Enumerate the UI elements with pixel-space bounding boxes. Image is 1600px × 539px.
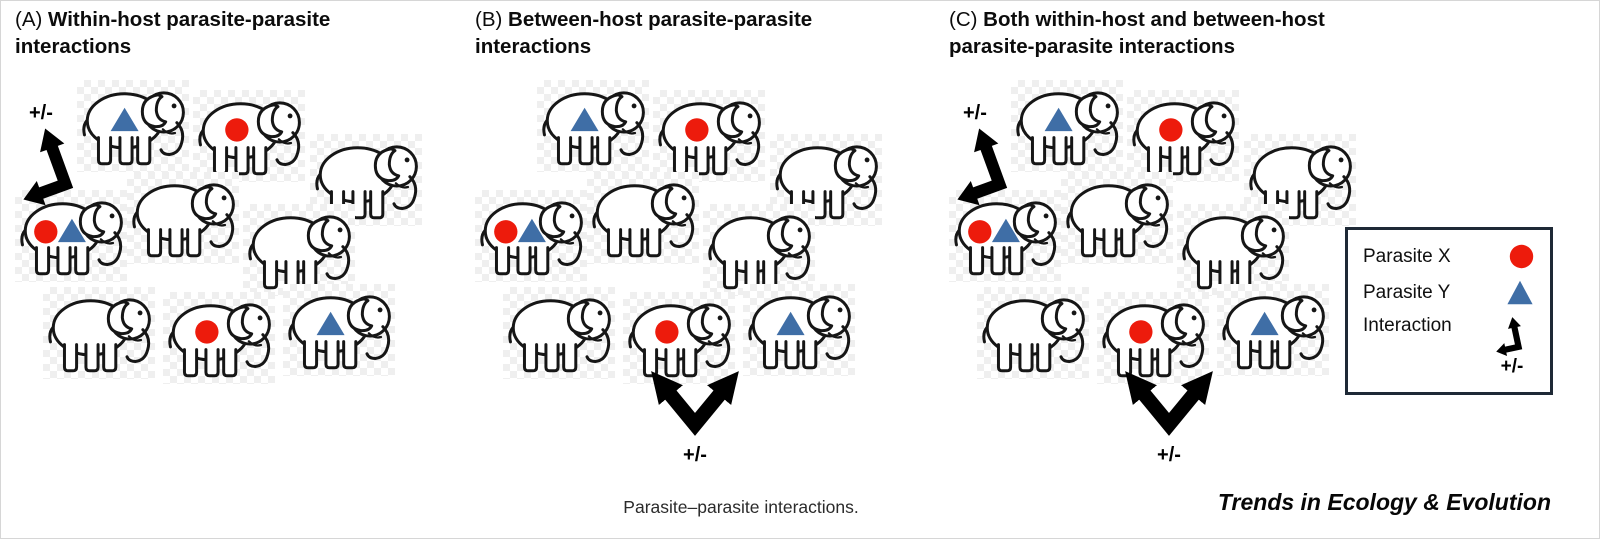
elephant-host-icon — [1182, 215, 1285, 290]
host-elephant-xy — [949, 190, 1061, 283]
panel-title-text: Both within-host and between-host parasi… — [949, 8, 1325, 58]
elephant-host-icon — [954, 201, 1057, 276]
legend-label-parasite-y: Parasite Y — [1363, 281, 1451, 303]
host-population: +/- — [475, 72, 911, 472]
host-elephant-y — [77, 80, 189, 173]
legend-row-parasite-x: Parasite X — [1363, 243, 1535, 270]
elephant-host-icon — [775, 145, 878, 220]
elephant-host-icon — [982, 298, 1085, 373]
host-population: +/- +/- — [949, 72, 1409, 472]
bent-double-arrow-icon — [23, 128, 74, 206]
within-host-interaction-arrow: +/- — [941, 102, 1027, 210]
elephant-host-icon — [592, 183, 695, 258]
host-elephant — [503, 287, 615, 380]
panel-b: (B) Between-host parasite-parasite inter… — [475, 7, 911, 472]
interaction-arrow-icon: +/- — [1489, 315, 1535, 376]
host-elephant-x — [653, 90, 765, 183]
panel-a: (A) Within-host parasite-parasite intera… — [15, 7, 451, 472]
elephant-host-icon — [315, 145, 418, 220]
figure-caption: Parasite–parasite interactions. — [623, 497, 859, 517]
host-elephant-x — [1097, 292, 1209, 385]
panel-title-text: Within-host parasite-parasite interactio… — [15, 8, 331, 58]
chevron-double-arrow-icon — [651, 371, 739, 437]
panel-title: (B) Between-host parasite-parasite inter… — [475, 7, 911, 60]
interaction-sign-label: +/- — [29, 102, 53, 125]
legend-row-parasite-y: Parasite Y — [1363, 279, 1535, 306]
elephant-host-icon — [82, 91, 185, 166]
journal-branding: Trends in Ecology & Evolution — [1217, 489, 1551, 515]
panel-tag: (B) — [475, 8, 503, 31]
host-elephant — [43, 287, 155, 380]
legend-label-parasite-x: Parasite X — [1363, 245, 1451, 267]
panel-tag: (C) — [949, 8, 978, 31]
elephant-host-icon — [198, 101, 301, 176]
elephant-host-icon — [480, 201, 583, 276]
elephant-host-icon — [1066, 183, 1169, 258]
panel-title-text: Between-host parasite-parasite interacti… — [475, 8, 813, 58]
elephant-host-icon — [1132, 101, 1235, 176]
host-elephant-xy — [15, 190, 127, 283]
host-elephant — [977, 287, 1089, 380]
host-elephant-xy — [475, 190, 587, 283]
chevron-double-arrow-icon — [1125, 371, 1213, 437]
between-host-interaction-arrow: +/- — [643, 358, 747, 466]
parasite-x-icon — [1508, 243, 1535, 270]
host-elephant — [310, 134, 422, 227]
elephant-host-icon — [20, 201, 123, 276]
host-elephant — [1061, 172, 1173, 265]
panel-title: (A) Within-host parasite-parasite intera… — [15, 7, 451, 60]
legend: Parasite X Parasite Y Interaction +/- — [1345, 227, 1553, 395]
legend-row-interaction: Interaction +/- — [1363, 315, 1535, 376]
between-host-interaction-arrow: +/- — [1117, 358, 1221, 466]
host-elephant-x — [163, 292, 275, 385]
elephant-host-icon — [658, 101, 761, 176]
elephant-host-icon — [248, 215, 351, 290]
elephant-host-icon — [288, 295, 391, 370]
panel-c: (C) Both within-host and between-host pa… — [949, 7, 1409, 472]
elephant-host-icon — [48, 298, 151, 373]
elephant-host-icon — [748, 295, 851, 370]
panel-title: (C) Both within-host and between-host pa… — [949, 7, 1341, 60]
host-elephant — [703, 204, 815, 297]
legend-label-interaction: Interaction — [1363, 315, 1452, 336]
elephant-host-icon — [508, 298, 611, 373]
host-elephant-y — [537, 80, 649, 173]
host-elephant — [1177, 204, 1289, 297]
elephant-host-icon — [168, 303, 271, 378]
host-elephant-y — [1217, 284, 1329, 377]
interaction-sign-label: +/- — [963, 102, 987, 125]
interaction-sign-label: +/- — [683, 444, 707, 467]
within-host-interaction-arrow: +/- — [7, 102, 93, 210]
host-population: +/- — [15, 72, 451, 472]
host-elephant — [587, 172, 699, 265]
panel-tag: (A) — [15, 8, 43, 31]
host-elephant-y — [743, 284, 855, 377]
host-elephant-x — [193, 90, 305, 183]
elephant-host-icon — [708, 215, 811, 290]
host-elephant-y — [1011, 80, 1123, 173]
elephant-host-icon — [1016, 91, 1119, 166]
legend-interaction-sign: +/- — [1500, 356, 1524, 377]
elephant-host-icon — [1222, 295, 1325, 370]
elephant-host-icon — [542, 91, 645, 166]
host-elephant-y — [283, 284, 395, 377]
bent-double-arrow-icon — [957, 128, 1008, 206]
interaction-sign-label: +/- — [1157, 444, 1181, 467]
host-elephant — [127, 172, 239, 265]
parasite-y-icon — [1505, 279, 1535, 306]
host-elephant-x — [1127, 90, 1239, 183]
elephant-host-icon — [132, 183, 235, 258]
host-elephant — [243, 204, 355, 297]
